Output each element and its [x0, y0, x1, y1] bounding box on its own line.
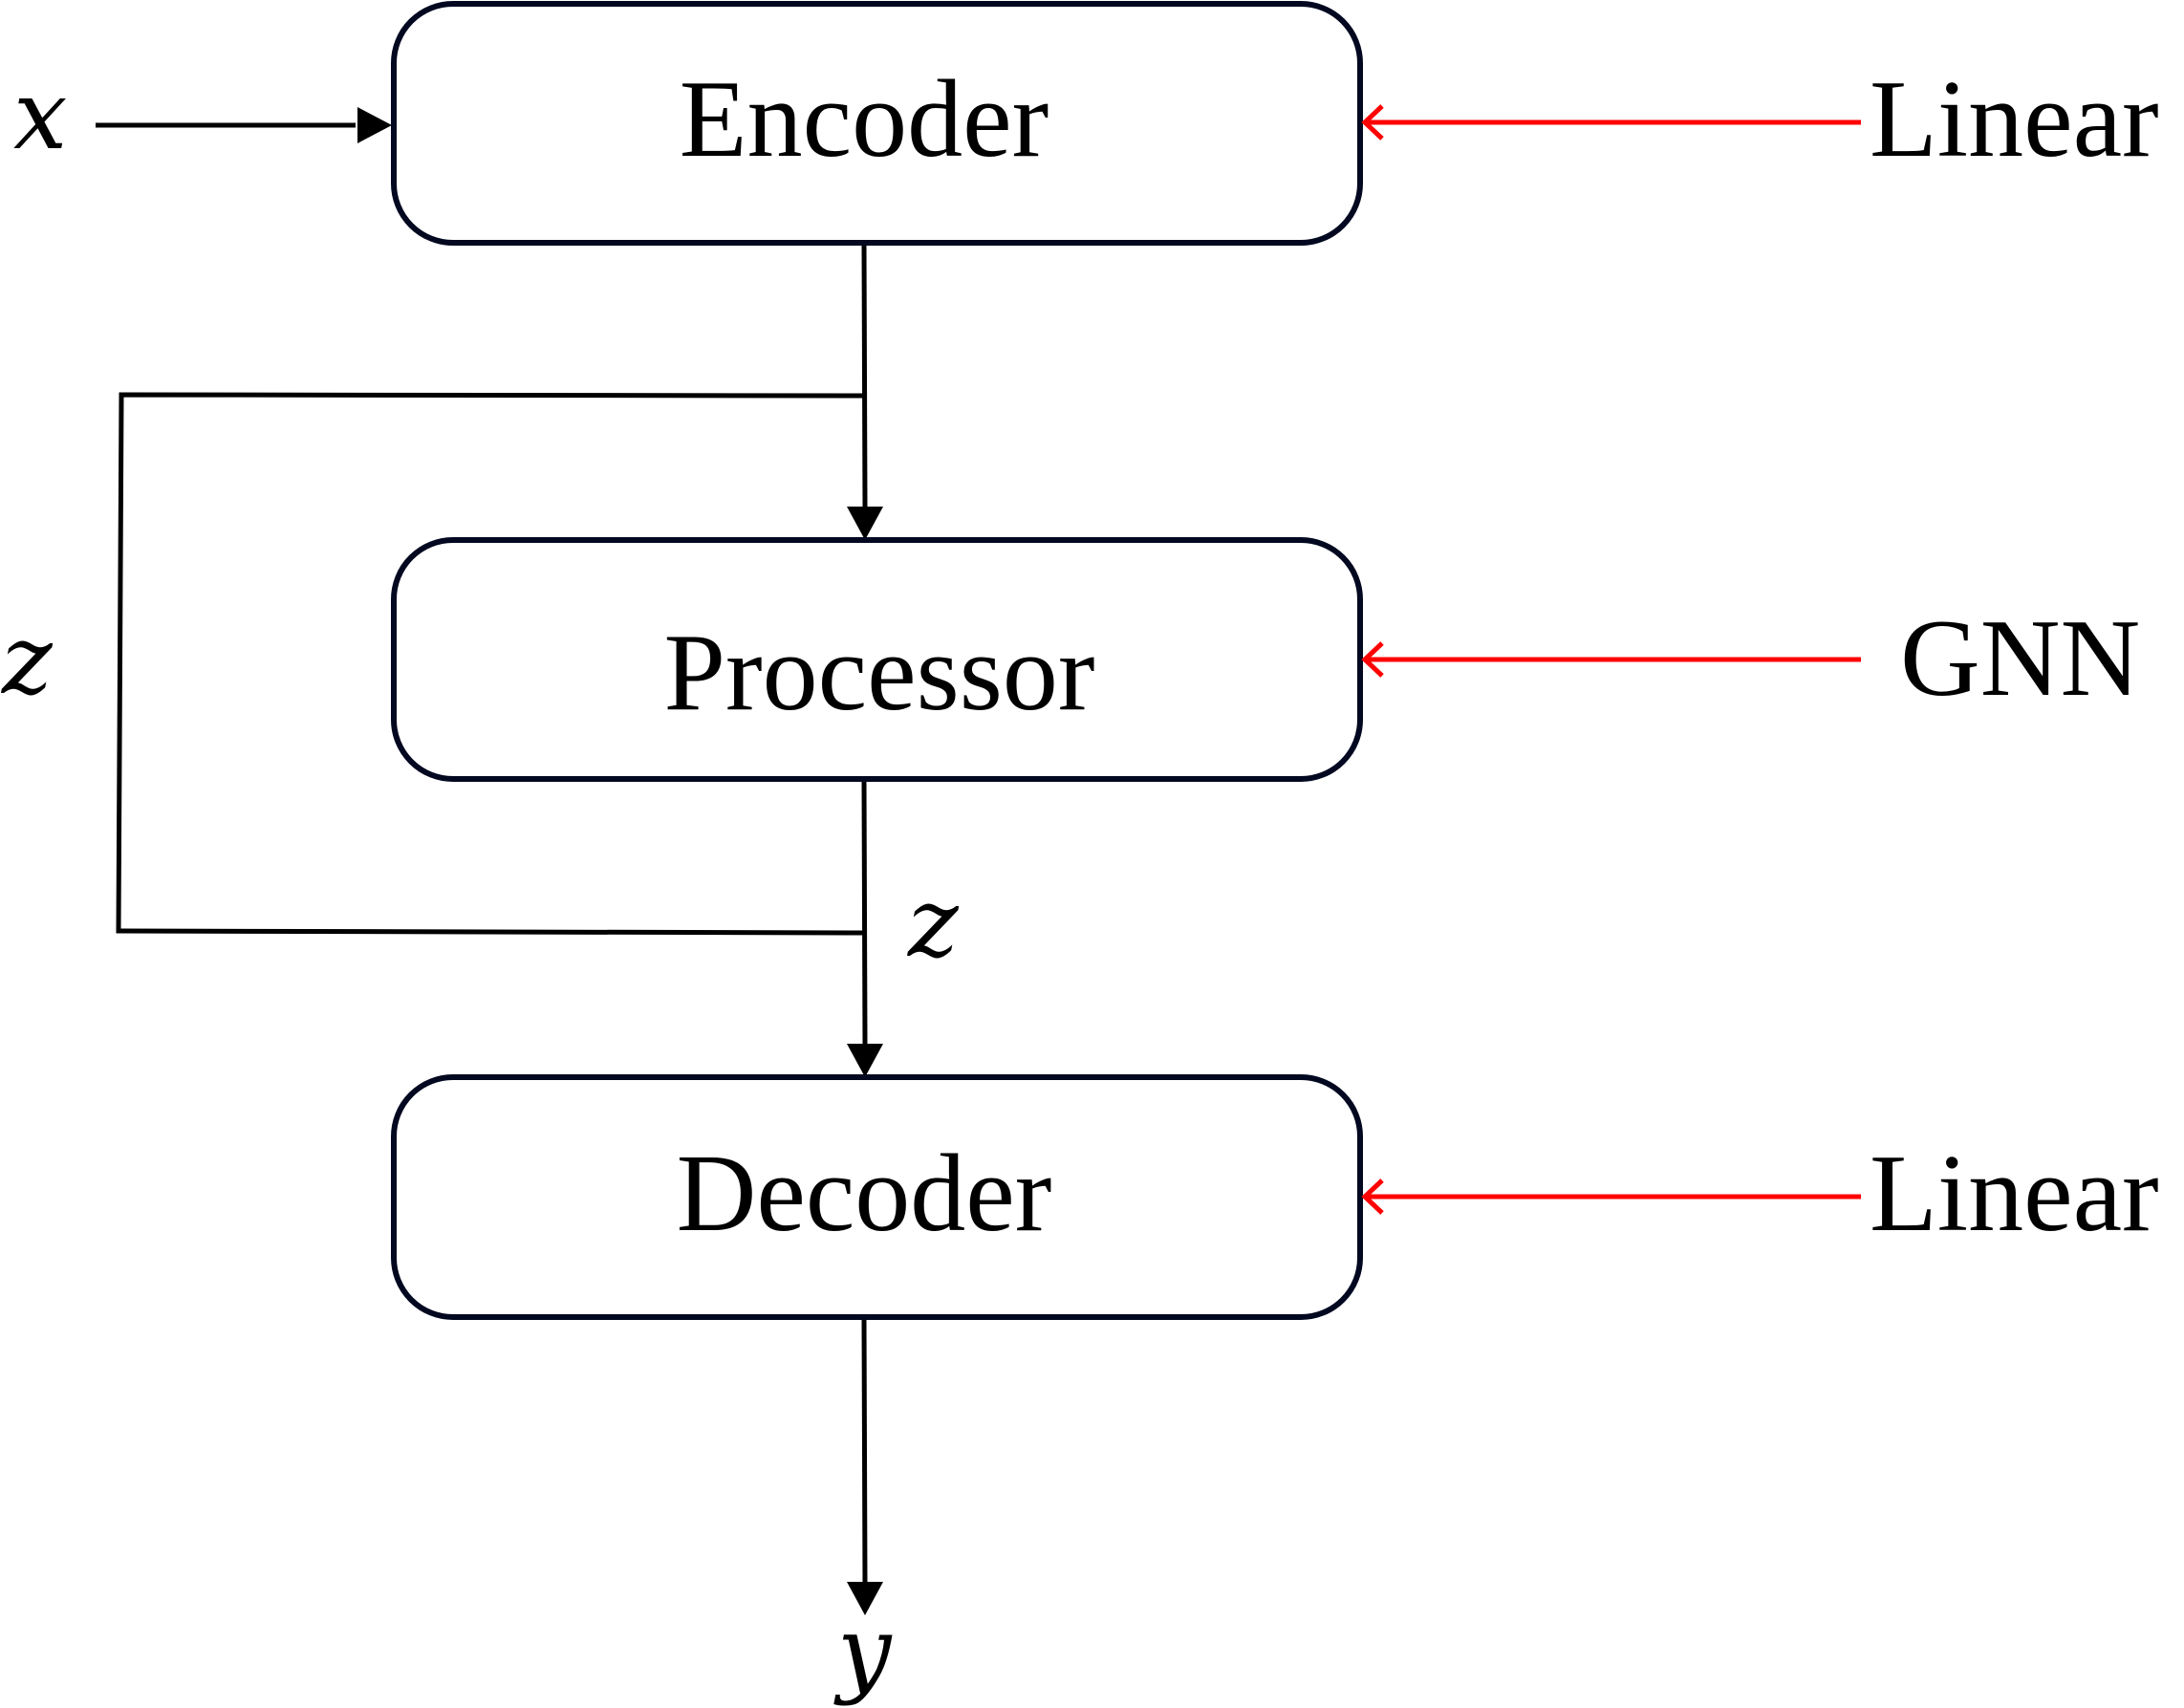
processor-block: Processor	[391, 537, 1363, 782]
mid-latent-label: z	[907, 867, 960, 979]
encoder-implementation-arrowhead-icon	[1361, 104, 1384, 141]
processor-box	[391, 537, 1363, 782]
encoder-box	[391, 1, 1363, 246]
processor-label: Processor	[663, 612, 1094, 734]
processor-to-decoder-edge	[861, 781, 868, 1047]
skip-connection-loop	[116, 392, 865, 936]
decoder-implementation-arrowhead-icon	[1361, 1178, 1384, 1215]
output-variable-label: y	[833, 1595, 893, 1707]
output-edge	[861, 1319, 868, 1586]
skip-latent-label: z	[1, 604, 54, 716]
decoder-implementation: Linear	[1361, 1133, 2159, 1255]
output-arrowhead-icon	[847, 1582, 883, 1615]
encoder-implementation: Linear	[1361, 58, 2159, 181]
processor-implementation: GNN	[1361, 597, 2140, 720]
encoder-block: Encoder	[391, 1, 1363, 246]
processor-implementation-label: GNN	[1900, 597, 2140, 720]
encoder-to-processor-edge	[861, 245, 868, 509]
input-variable-label: x	[13, 59, 67, 171]
decoder-label: Decoder	[677, 1133, 1052, 1255]
decoder-arrowhead-icon	[847, 1044, 883, 1077]
decoder-block: Decoder	[391, 1074, 1363, 1320]
input-arrowhead-icon	[357, 107, 392, 143]
encoder-label: Encoder	[680, 58, 1049, 181]
decoder-box	[391, 1074, 1363, 1320]
encoder-implementation-label: Linear	[1870, 58, 2159, 181]
decoder-implementation-label: Linear	[1870, 1133, 2159, 1255]
processor-arrowhead-icon	[847, 507, 883, 540]
processor-implementation-arrowhead-icon	[1361, 641, 1384, 678]
